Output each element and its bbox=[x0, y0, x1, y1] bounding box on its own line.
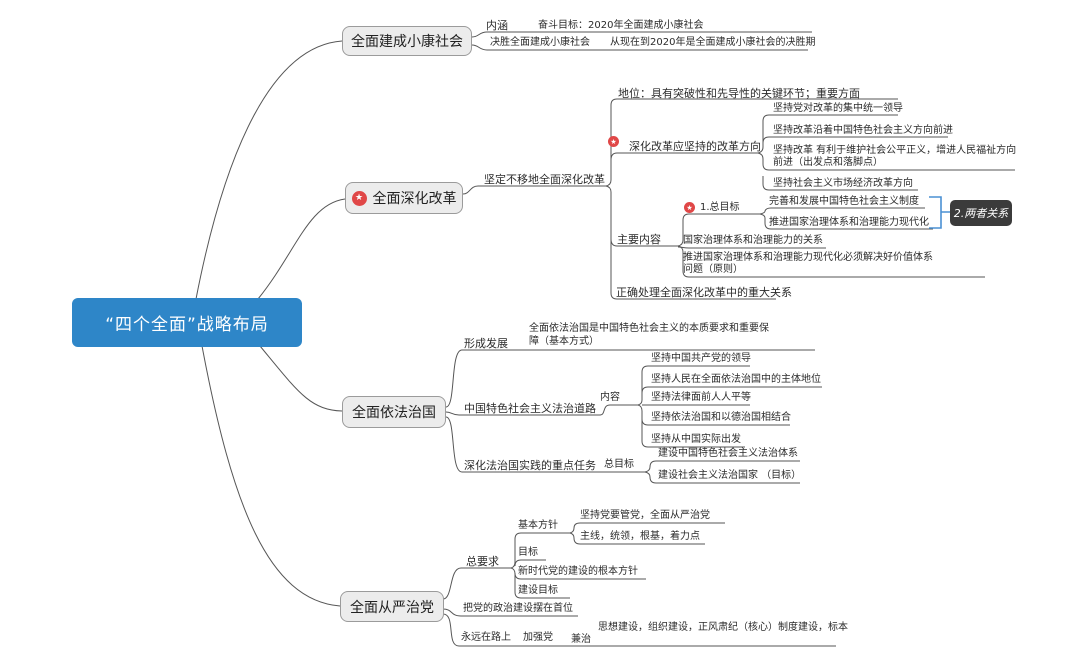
node-neirong[interactable]: 内容 bbox=[600, 392, 620, 403]
node-fazhi-zmb-item1[interactable]: 建设中国特色社会主义法治体系 bbox=[658, 448, 798, 459]
node-nr-item1[interactable]: 坚持中国共产党的领导 bbox=[651, 353, 751, 364]
node-zongmubiao[interactable]: 1.总目标 bbox=[700, 202, 740, 213]
node-jiaqiang-detail-line1[interactable]: 思想建设，组织建设，正风肃纪（核心）制度建设，标本 bbox=[598, 622, 848, 633]
node-liangzhe-guanxi[interactable]: 2.两者关系 bbox=[950, 200, 1012, 226]
node-zmb-item2[interactable]: 推进国家治理体系和治理能力现代化 bbox=[769, 217, 929, 228]
node-nr-item4[interactable]: 坚持依法治国和以德治国相结合 bbox=[651, 412, 791, 423]
node-zongyaoqiu[interactable]: 总要求 bbox=[466, 555, 499, 568]
branch-node-yifa-zhiguo[interactable]: 全面依法治国 bbox=[342, 396, 446, 428]
node-jb-item2[interactable]: 主线，统领，根基，着力点 bbox=[580, 531, 700, 542]
node-jianding[interactable]: 坚定不移地全面深化改革 bbox=[484, 173, 605, 186]
node-fx-item4[interactable]: 坚持社会主义市场经济改革方向 bbox=[773, 178, 913, 189]
node-zhengzhi-jianshe[interactable]: 把党的政治建设摆在首位 bbox=[463, 603, 573, 614]
star-icon: ★ bbox=[351, 190, 367, 206]
node-zongmubiao-fazhi[interactable]: 总目标 bbox=[604, 459, 634, 470]
node-fazhi-zmb-item2[interactable]: 建设社会主义法治国家 （目标） bbox=[658, 470, 802, 481]
node-jianshe-mubiao[interactable]: 建设目标 bbox=[518, 585, 558, 596]
node-xinshidai[interactable]: 新时代党的建设的根本方针 bbox=[518, 566, 638, 577]
node-fazhi-daolu[interactable]: 中国特色社会主义法治道路 bbox=[464, 402, 596, 415]
node-jiaqiang-dang[interactable]: 加强党 bbox=[523, 632, 553, 643]
root-node[interactable]: “四个全面”战略布局 bbox=[72, 298, 302, 347]
node-mubiao[interactable]: 目标 bbox=[518, 547, 538, 558]
node-zmb-item1[interactable]: 完善和发展中国特色社会主义制度 bbox=[769, 196, 919, 207]
node-zhengque[interactable]: 正确处理全面深化改革中的重大关系 bbox=[616, 286, 792, 299]
branch-node-congyan-zhidang[interactable]: 全面从严治党 bbox=[340, 591, 444, 622]
branch-label: 全面深化改革 bbox=[372, 191, 457, 207]
node-xingcheng-fazhan[interactable]: 形成发展 bbox=[464, 337, 508, 350]
node-shenhua-renwu[interactable]: 深化法治国实践的重点任务 bbox=[464, 459, 596, 472]
node-fx-item3-line2[interactable]: 前进（出发点和落脚点） bbox=[773, 157, 883, 168]
node-diwei[interactable]: 地位：具有突破性和先导性的关键环节；重要方面 bbox=[618, 87, 860, 100]
dark-box-label: 2.两者关系 bbox=[953, 207, 1009, 220]
node-guanxi[interactable]: 国家治理体系和治理能力的关系 bbox=[683, 235, 823, 246]
branch-node-shenhua-gaige[interactable]: ★ 全面深化改革 bbox=[345, 182, 463, 214]
branch-label: 全面建成小康社会 bbox=[351, 34, 463, 50]
node-juesheng-detail[interactable]: 从现在到2020年是全面建成小康社会的决胜期 bbox=[610, 37, 816, 48]
branch-label: 全面依法治国 bbox=[352, 405, 436, 421]
node-jb-item1[interactable]: 坚持党要管党，全面从严治党 bbox=[580, 510, 710, 521]
node-fx-item1[interactable]: 坚持党对改革的集中统一领导 bbox=[773, 103, 903, 114]
branch-node-xiaokang[interactable]: 全面建成小康社会 bbox=[342, 26, 472, 56]
node-nr-item2[interactable]: 坚持人民在全面依法治国中的主体地位 bbox=[651, 374, 821, 385]
branch-label: 全面从严治党 bbox=[350, 599, 434, 616]
node-nr-item3[interactable]: 坚持法律面前人人平等 bbox=[651, 392, 751, 403]
node-jiben-fangzhen[interactable]: 基本方针 bbox=[518, 520, 558, 531]
node-yongyuan[interactable]: 永远在路上 bbox=[461, 632, 511, 643]
node-xingcheng-detail-line1[interactable]: 全面依法治国是中国特色社会主义的本质要求和重要保 bbox=[529, 323, 769, 334]
node-tuijin-line2[interactable]: 问题（原则） bbox=[683, 264, 743, 275]
star-icon: ★ bbox=[684, 202, 695, 213]
node-tuijin-line1[interactable]: 推进国家治理体系和治理能力现代化必须解决好价值体系 bbox=[683, 252, 933, 263]
node-juesheng[interactable]: 决胜全面建成小康社会 bbox=[490, 37, 590, 48]
node-nr-item5[interactable]: 坚持从中国实际出发 bbox=[651, 434, 741, 445]
node-xingcheng-detail-line2[interactable]: 障（基本方式） bbox=[529, 336, 599, 347]
node-zhuyao-neirong[interactable]: 主要内容 bbox=[617, 233, 661, 246]
node-fendou-mubiao[interactable]: 奋斗目标：2020年全面建成小康社会 bbox=[538, 20, 704, 31]
node-gaige-fangxiang[interactable]: 深化改革应坚持的改革方向 bbox=[629, 140, 761, 153]
star-icon: ★ bbox=[608, 136, 619, 147]
node-fx-item3-line1[interactable]: 坚持改革 有利于维护社会公平正义，增进人民福祉方向 bbox=[773, 145, 1017, 156]
node-neihan[interactable]: 内涵 bbox=[486, 19, 508, 32]
node-jiaqiang-detail-line2[interactable]: 兼治 bbox=[571, 634, 591, 645]
node-fx-item2[interactable]: 坚持改革沿着中国特色社会主义方向前进 bbox=[773, 125, 953, 136]
